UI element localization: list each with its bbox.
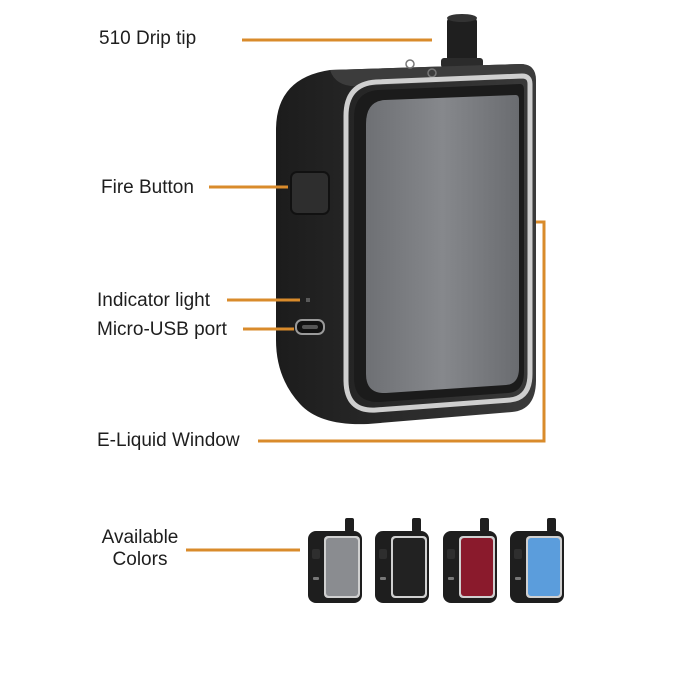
color-variant-blue xyxy=(510,518,564,603)
label-drip-tip: 510 Drip tip xyxy=(99,28,197,49)
label-usb-port: Micro-USB port xyxy=(97,319,227,340)
callout-lines xyxy=(186,38,546,552)
indicator-light xyxy=(306,298,310,302)
drip-tip xyxy=(441,14,483,68)
fire-button[interactable] xyxy=(290,171,330,215)
top-screw-icon xyxy=(427,68,437,78)
label-fire-button: Fire Button xyxy=(101,177,194,198)
color-variant-gunmetal xyxy=(308,518,362,603)
color-variant-black xyxy=(375,518,429,603)
color-variant-red xyxy=(443,518,497,603)
label-available-colors: Available Colors xyxy=(101,527,179,570)
top-screw-icon xyxy=(405,59,415,69)
label-eliquid-window: E-Liquid Window xyxy=(97,430,240,451)
silver-trim xyxy=(343,73,533,413)
eliquid-window-panel xyxy=(366,95,519,394)
label-indicator-light: Indicator light xyxy=(97,290,211,311)
